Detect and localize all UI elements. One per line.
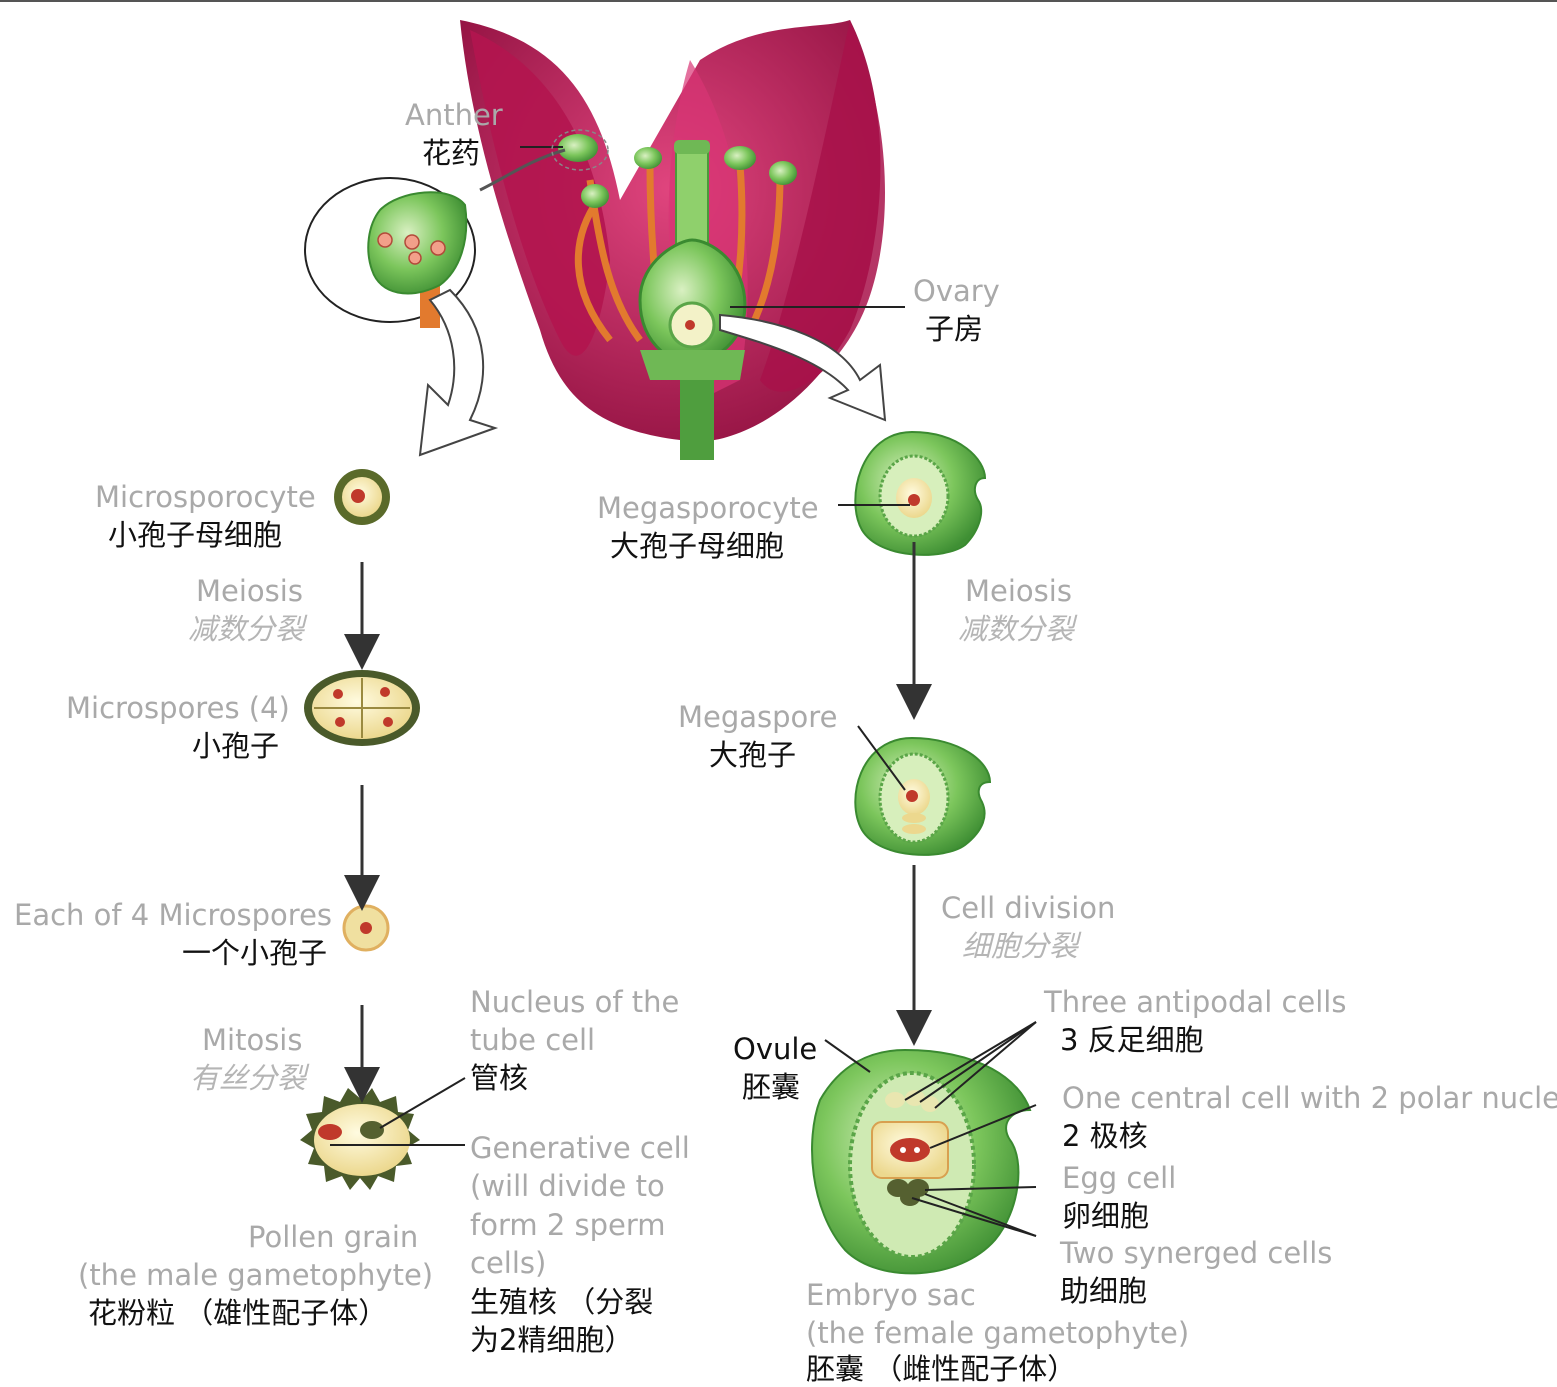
microspores-label-en: Microspores (4) — [66, 689, 290, 727]
embryo-sac-label-zh: 胚囊 （雌性配子体） — [806, 1350, 1076, 1387]
cell-division-label-zh: 细胞分裂 — [962, 927, 1078, 965]
egg-cell-label-en: Egg cell — [1062, 1159, 1176, 1197]
generative-cell-label-zh-1: 生殖核 （分裂 — [470, 1283, 653, 1321]
meiosis-right-label-zh: 减数分裂 — [958, 610, 1074, 648]
each-microspore-label-en: Each of 4 Microspores — [14, 896, 332, 934]
egg-cell-label-zh: 卵细胞 — [1062, 1197, 1149, 1235]
stem — [680, 370, 714, 460]
meiosis-right-label-en: Meiosis — [965, 572, 1072, 610]
anther-label-en: Anther — [405, 96, 503, 134]
megaspore-label-zh: 大孢子 — [709, 736, 796, 774]
antipodal-label-en: Three antipodal cells — [1044, 983, 1346, 1021]
pollen-grain-label-en-2: (the male gametophyte) — [78, 1256, 433, 1294]
microsporocyte-label-en: Microsporocyte — [95, 478, 316, 516]
synergids-label-en: Two synerged cells — [1060, 1234, 1332, 1272]
pollen-grain-cell — [300, 1078, 465, 1190]
ovary-label-zh: 子房 — [925, 310, 983, 348]
central-cell-label-zh: 2 极核 — [1062, 1117, 1148, 1155]
ovary-label-en: Ovary — [913, 272, 1000, 310]
ovule-label-en: Ovule — [733, 1030, 817, 1068]
tube-nucleus-label-en-1: Nucleus of the — [470, 983, 679, 1021]
flower — [460, 20, 885, 460]
mature-ovule-embryo-sac — [812, 1022, 1036, 1273]
antipodal-label-zh: 3 反足细胞 — [1060, 1021, 1204, 1059]
megasporocyte-label-en: Megasporocyte — [597, 489, 819, 527]
cell-division-label-en: Cell division — [941, 889, 1115, 927]
microsporocyte-cell — [334, 469, 390, 525]
generative-cell-label-en-4: cells) — [470, 1244, 546, 1282]
embryo-sac-label-en-2: (the female gametophyte) — [806, 1314, 1189, 1352]
generative-cell-label-zh-2: 为2精细胞） — [470, 1321, 633, 1359]
generative-cell-label-en-3: form 2 sperm — [470, 1206, 666, 1244]
synergids-label-zh: 助细胞 — [1060, 1272, 1147, 1310]
pollen-grain-label-zh: 花粉粒 （雄性配子体） — [88, 1294, 387, 1332]
microspores-label-zh: 小孢子 — [192, 727, 279, 765]
megaspore-label-en: Megaspore — [678, 698, 837, 736]
mitosis-label-zh: 有丝分裂 — [190, 1059, 306, 1097]
generative-cell-label-en-2: (will divide to — [470, 1167, 665, 1205]
single-microspore-cell — [344, 906, 388, 950]
microsporocyte-label-zh: 小孢子母细胞 — [108, 516, 282, 554]
embryo-sac-label-en-1: Embryo sac — [806, 1276, 976, 1314]
mitosis-label-en: Mitosis — [202, 1021, 302, 1059]
central-cell-label-en: One central cell with 2 polar nuclei — [1062, 1079, 1557, 1117]
megaspore-ovule — [855, 726, 990, 855]
megasporocyte-ovule — [838, 432, 985, 555]
tube-nucleus-label-zh: 管核 — [470, 1059, 528, 1097]
anther-label-zh: 花药 — [422, 134, 480, 172]
generative-cell-label-en-1: Generative cell — [470, 1129, 690, 1167]
each-microspore-label-zh: 一个小孢子 — [182, 934, 327, 972]
meiosis-left-label-zh: 减数分裂 — [188, 610, 304, 648]
tube-nucleus-label-en-2: tube cell — [470, 1021, 595, 1059]
megasporocyte-label-zh: 大孢子母细胞 — [610, 527, 784, 565]
microspores-cell — [304, 670, 420, 746]
pollen-grain-label-en-1: Pollen grain — [248, 1218, 418, 1256]
meiosis-left-label-en: Meiosis — [196, 572, 303, 610]
ovule-label-zh: 胚囊 — [742, 1068, 800, 1106]
